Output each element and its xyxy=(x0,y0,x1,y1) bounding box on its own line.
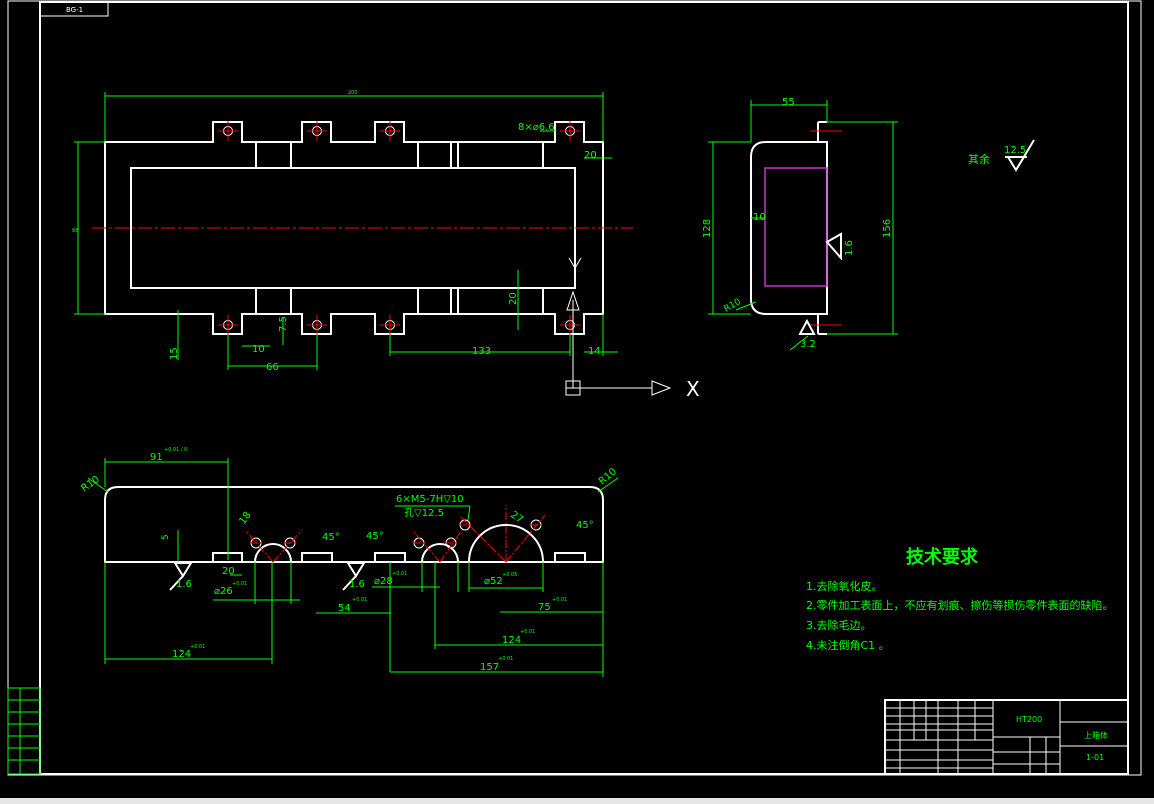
side-view-outline xyxy=(750,141,828,315)
front-view-dim-28-tol: +0.01 xyxy=(392,571,407,577)
front-view-thread-callout: 6×M5-7H▽10 xyxy=(396,494,464,505)
front-view-dim-52-tol: +0.05 xyxy=(502,572,517,578)
front-view[interactable]: R10 R10 91 +0.01 / 0 6×M5-7H▽10 孔▽12.5 4… xyxy=(79,447,619,677)
top-view-inner-offset: 20 xyxy=(508,292,519,305)
mounting-hole xyxy=(560,121,580,141)
section-arrow-down xyxy=(568,230,582,269)
front-view-dim-157: 157 xyxy=(480,662,499,673)
technical-requirements: 技术要求 1.去除氧化皮。 2.零件加工表面上，不应有划痕、擦伤等损伤零件表面的… xyxy=(806,546,1114,652)
front-view-dimension-lines xyxy=(87,458,619,677)
general-roughness-prefix: 其余 xyxy=(968,152,990,166)
front-view-roughness-mark-2 xyxy=(342,562,366,591)
general-roughness-value: 12.5 xyxy=(1004,145,1026,156)
front-view-dim-75-tol: +0.01 xyxy=(552,597,567,603)
mounting-hole xyxy=(380,315,400,335)
side-view-offset: 10 xyxy=(753,212,766,223)
mounting-hole xyxy=(560,315,580,335)
front-view-dim-124-right-tol: +0.01 xyxy=(520,629,535,635)
side-view-roughness-value: 1.6 xyxy=(844,240,855,256)
front-view-centerlines xyxy=(244,505,546,563)
mounting-hole xyxy=(307,121,327,141)
front-view-left-height: 5 xyxy=(161,534,171,540)
mounting-hole xyxy=(380,121,400,141)
revision-block xyxy=(7,687,41,775)
side-view[interactable]: 55 128 156 10 R10 1.6 3.2 xyxy=(702,97,898,351)
top-view-ribs xyxy=(255,142,544,314)
front-view-threaded-holes xyxy=(250,519,542,549)
top-view-dim-66: 66 xyxy=(266,362,279,373)
axis-marker xyxy=(565,300,672,396)
tech-req-item-3: 3.去除毛边。 xyxy=(806,618,872,632)
title-block-part-name: 上箱体 xyxy=(1084,730,1108,740)
side-view-dimension-lines xyxy=(708,100,898,351)
side-view-bottom-roughness-mark xyxy=(798,318,816,335)
front-view-dim-26-tol: +0.01 xyxy=(232,581,247,587)
title-block-material: HT200 xyxy=(1016,715,1042,724)
top-view-width-label: 200 xyxy=(348,90,358,96)
sheet-code: BG-1 xyxy=(66,6,83,14)
top-view-dim-15: 15 xyxy=(169,347,180,360)
front-view-dim-157-tol: +0.01 xyxy=(498,656,513,662)
side-view-bottom-roughness-value: 3.2 xyxy=(800,339,816,350)
side-view-total: 156 xyxy=(882,219,893,238)
front-view-roughness-mark-1 xyxy=(169,562,193,591)
front-view-dim-75: 75 xyxy=(538,602,551,613)
front-view-dim-124-left: 124 xyxy=(172,649,191,660)
front-view-dim-54-tol: +0.01 xyxy=(352,597,367,603)
front-view-radius-27: 27 xyxy=(508,509,525,525)
side-view-width: 55 xyxy=(782,97,795,108)
top-view-edge-offset: 20 xyxy=(584,150,597,161)
tech-req-item-4: 4.未注倒角C1 。 xyxy=(806,638,890,652)
tech-req-item-2: 2.零件加工表面上，不应有划痕、擦伤等损伤零件表面的缺陷。 xyxy=(806,598,1114,612)
front-view-radius-left: R10 xyxy=(79,474,101,494)
mounting-hole xyxy=(218,315,238,335)
front-view-angle-1: 45° xyxy=(322,532,340,543)
top-view-dim-10: 10 xyxy=(252,344,265,355)
front-view-angle-2: 45° xyxy=(366,531,384,542)
top-view-dim-133: 133 xyxy=(472,346,491,357)
front-view-dim-26: ⌀26 xyxy=(214,586,233,597)
front-view-dim-54: 54 xyxy=(338,603,351,614)
status-bar xyxy=(0,798,1154,804)
top-view-dimension-lines xyxy=(74,92,618,370)
front-view-roughness-1: 1.6 xyxy=(176,579,192,590)
front-view-dim-124-left-tol: +0.01 xyxy=(190,644,205,650)
front-view-top-dim-tol: +0.01 / 0 xyxy=(164,447,187,453)
front-view-outline xyxy=(104,486,604,563)
general-roughness: 其余 12.5 xyxy=(968,139,1035,172)
title-block-drawing-no: 1-01 xyxy=(1086,753,1104,762)
mounting-hole xyxy=(307,315,327,335)
top-view-dim-14: 14 xyxy=(588,346,601,357)
sheet-code-box xyxy=(39,1,109,17)
tech-req-title: 技术要求 xyxy=(906,546,979,568)
side-view-inner-pocket xyxy=(764,167,828,287)
front-view-top-dim: 91 xyxy=(150,452,163,463)
front-view-dim-52: ⌀52 xyxy=(484,576,503,587)
axis-x-label: X xyxy=(686,377,700,401)
top-view-dim-7-5: 7.5 xyxy=(278,316,289,332)
top-view-mounting-holes xyxy=(218,121,580,335)
front-view-radius-right: R10 xyxy=(597,466,619,487)
tech-req-item-1: 1.去除氧化皮。 xyxy=(806,579,883,593)
side-view-height: 128 xyxy=(702,219,713,238)
side-view-roughness-mark xyxy=(825,232,842,261)
top-view-height-label: 88 xyxy=(72,228,78,234)
front-view-thread-callout-2: 孔▽12.5 xyxy=(404,507,444,519)
title-block xyxy=(884,699,1129,775)
front-view-dim-124-right: 124 xyxy=(502,635,521,646)
top-view-hole-callout: 8×⌀6.6 xyxy=(518,122,555,133)
top-view[interactable]: 200 88 8×⌀6.6 20 20 15 10 7.5 66 133 14 xyxy=(72,90,633,373)
front-view-dim-20: 20 xyxy=(222,566,235,577)
mounting-hole xyxy=(218,121,238,141)
front-view-dim-28: ⌀28 xyxy=(374,576,393,587)
front-view-roughness-2: 1.6 xyxy=(349,579,365,590)
front-view-radius-18: 18 xyxy=(237,510,253,527)
side-view-radius: R10 xyxy=(723,297,744,315)
front-view-angle-3: 45° xyxy=(576,520,594,531)
